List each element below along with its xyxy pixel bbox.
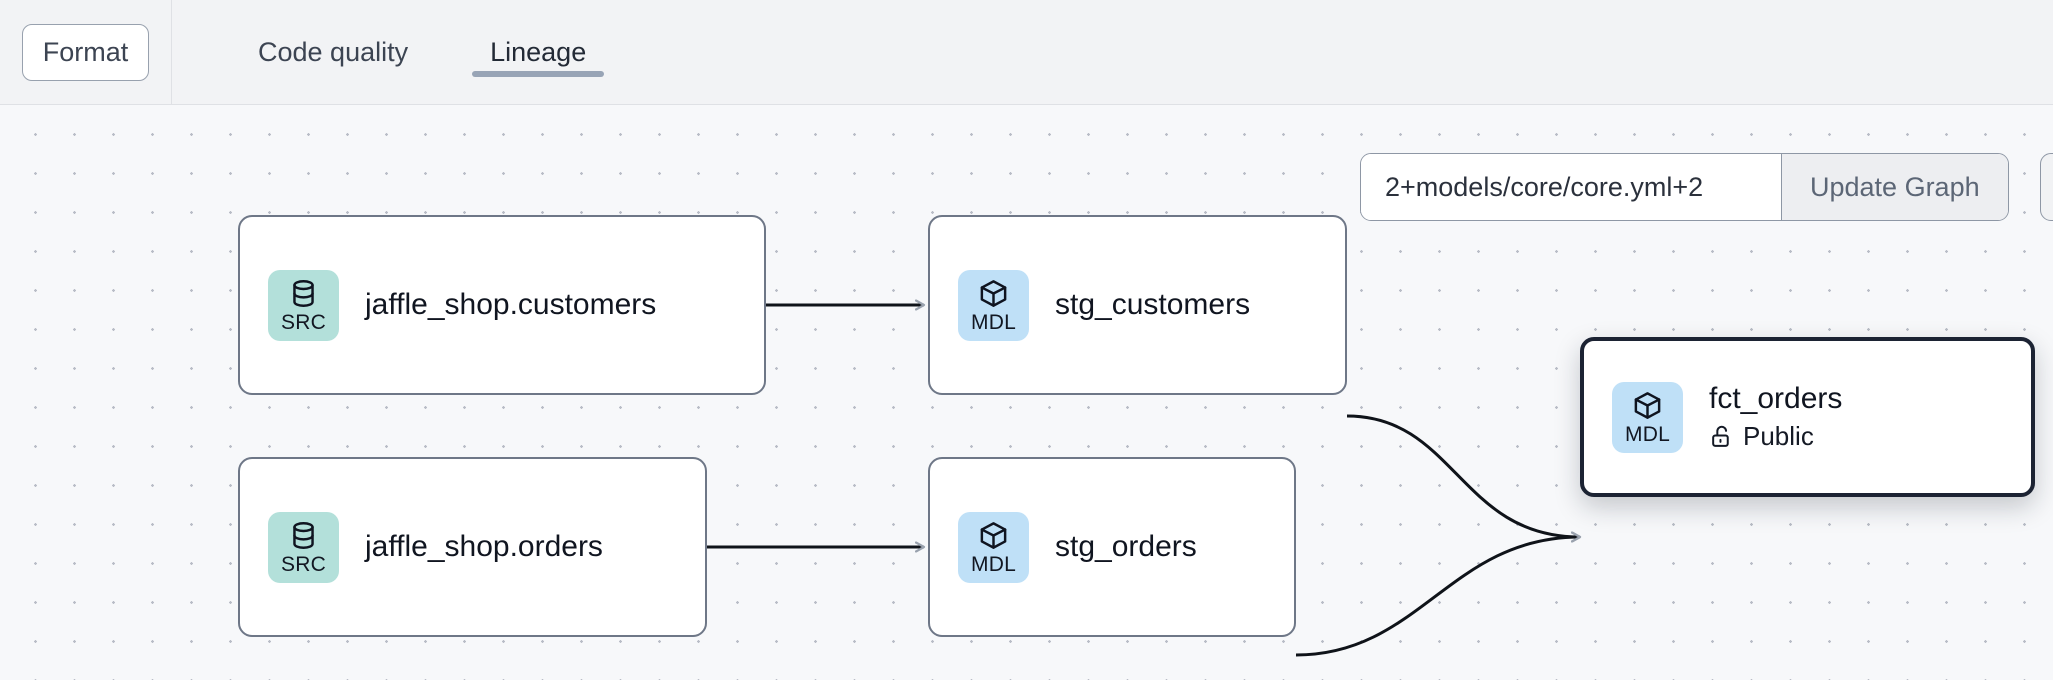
lineage-node-src-customers[interactable]: SRC jaffle_shop.customers: [238, 215, 766, 395]
src-badge: SRC: [268, 511, 339, 583]
edge-stg-customers-to-fct-orders: [1346, 414, 1580, 537]
node-title: jaffle_shop.orders: [365, 529, 603, 563]
database-icon: [293, 521, 314, 549]
mdl-badge: MDL: [958, 269, 1029, 341]
tab-bar: Code quality Lineage: [240, 0, 650, 105]
src-badge-label: SRC: [281, 310, 326, 334]
lineage-node-fct-orders[interactable]: MDL fct_orders Public: [1580, 337, 2035, 497]
lineage-node-stg-customers[interactable]: MDL stg_customers: [928, 215, 1347, 395]
node-access-row: Public: [1709, 421, 1842, 452]
format-button[interactable]: Format: [21, 23, 150, 81]
lineage-node-stg-orders[interactable]: MDL stg_orders: [928, 457, 1296, 637]
cube-icon: [980, 279, 1007, 307]
node-access-label: Public: [1743, 420, 1814, 451]
node-body: jaffle_shop.orders: [365, 530, 603, 565]
node-body: stg_orders: [1055, 530, 1197, 565]
src-badge-label: SRC: [281, 552, 326, 576]
selector-input[interactable]: [1361, 154, 1781, 220]
mdl-badge-label: MDL: [971, 310, 1016, 334]
editor-header: Format Code quality Lineage: [0, 0, 2053, 105]
mdl-badge: MDL: [958, 511, 1029, 583]
lineage-canvas[interactable]: Update Graph SRC jaffle_shop.customers: [0, 105, 2053, 680]
cube-icon: [1634, 391, 1661, 419]
update-graph-button[interactable]: Update Graph: [1781, 154, 2008, 220]
mdl-badge-label: MDL: [1625, 422, 1670, 446]
node-body: stg_customers: [1055, 288, 1250, 323]
unlock-icon: [1712, 425, 1729, 447]
tab-code-quality[interactable]: Code quality: [258, 36, 409, 67]
graph-toolbar: Update Graph: [1360, 153, 2009, 221]
cube-icon: [980, 521, 1007, 549]
node-body: fct_orders Public: [1709, 382, 1842, 452]
mdl-badge-label: MDL: [971, 552, 1016, 576]
node-body: jaffle_shop.customers: [365, 288, 656, 323]
graph-side-control[interactable]: [2040, 153, 2053, 221]
src-badge: SRC: [268, 269, 339, 341]
node-title: fct_orders: [1709, 382, 1843, 416]
lineage-node-src-orders[interactable]: SRC jaffle_shop.orders: [238, 457, 707, 637]
lineage-edges: [707, 105, 2053, 657]
mdl-badge: MDL: [1612, 381, 1683, 453]
edge-stg-orders-to-fct-orders: [1295, 537, 1580, 657]
format-button-zone: Format: [0, 0, 172, 105]
node-title: stg_orders: [1055, 529, 1197, 563]
tab-lineage[interactable]: Lineage: [472, 0, 605, 105]
node-title: jaffle_shop.customers: [365, 287, 657, 321]
database-icon: [293, 279, 314, 307]
node-title: stg_customers: [1055, 287, 1251, 321]
